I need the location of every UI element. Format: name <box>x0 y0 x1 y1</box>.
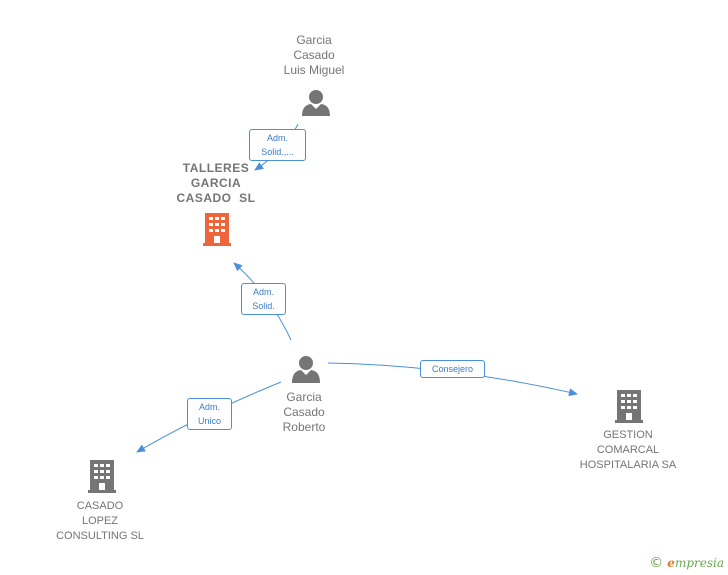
edge-label-line: Adm. <box>266 133 288 143</box>
copyright-icon: © <box>649 555 664 571</box>
edge-label-line: Solid.,... <box>261 147 294 157</box>
edge-label-line: Solid. <box>252 301 275 311</box>
label-line: CASADO SL <box>176 191 256 205</box>
person-label-luis-miguel[interactable]: Garcia Casado Luis Miguel <box>264 33 364 78</box>
building-icon[interactable] <box>203 213 231 246</box>
label-line: GESTION <box>603 429 653 441</box>
company-label-talleres[interactable]: TALLERES GARCIA CASADO SL <box>156 161 276 206</box>
edge-label-consejero[interactable]: Consejero <box>420 360 485 378</box>
brand-logo: ©empresia <box>649 555 724 571</box>
label-line: Garcia <box>286 390 322 404</box>
person-icon[interactable] <box>302 90 330 116</box>
label-line: GARCIA <box>190 176 242 190</box>
edge-label-adm-solid-luis[interactable]: Adm. Solid.,... <box>249 129 306 161</box>
person-label-roberto[interactable]: Garcia Casado Roberto <box>254 390 354 435</box>
edge-label-adm-solid-roberto[interactable]: Adm. Solid. <box>241 283 286 315</box>
label-line: Roberto <box>282 420 326 434</box>
label-line: Garcia <box>296 33 332 47</box>
edge-label-line: Consejero <box>431 364 474 374</box>
company-label-casado-lopez[interactable]: CASADO LOPEZ CONSULTING SL <box>40 499 160 544</box>
edge-label-line: Adm. <box>198 402 220 412</box>
edge-label-line: Unico <box>197 416 221 426</box>
building-icon[interactable] <box>88 460 116 493</box>
brand-name: mpresia <box>674 556 724 570</box>
edge-label-adm-unico[interactable]: Adm. Unico <box>187 398 232 430</box>
label-line: TALLERES <box>182 161 250 175</box>
company-label-gestion[interactable]: GESTION COMARCAL HOSPITALARIA SA <box>563 428 693 473</box>
label-line: COMARCAL <box>596 444 660 456</box>
label-line: Casado <box>293 48 335 62</box>
label-line: CASADO <box>76 500 124 512</box>
label-line: Luis Miguel <box>283 63 345 77</box>
edge-label-line: Adm. <box>252 287 274 297</box>
building-icon[interactable] <box>615 390 643 423</box>
label-line: LOPEZ <box>81 515 119 527</box>
label-line: HOSPITALARIA SA <box>579 459 677 471</box>
label-line: CONSULTING SL <box>56 530 144 542</box>
label-line: Casado <box>283 405 325 419</box>
person-icon[interactable] <box>292 356 320 383</box>
brand-initial: e <box>667 556 675 570</box>
